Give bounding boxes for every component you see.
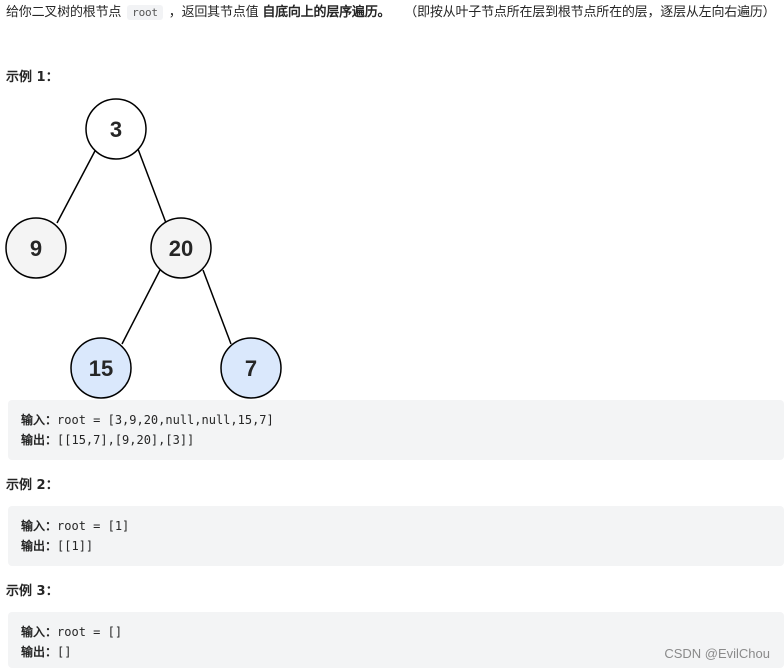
- tree-node-circle: [5, 217, 67, 279]
- desc-text-1: 给你二叉树的根节点: [6, 5, 122, 20]
- tree-node-7: 7: [220, 337, 282, 399]
- example-2-output-line: 输出：[[1]]: [21, 536, 784, 556]
- example-1-input-line: 输入：root = [3,9,20,null,null,15,7]: [21, 410, 784, 430]
- tree-node-label: 20: [169, 236, 193, 261]
- tree-node-label: 15: [89, 356, 113, 381]
- desc-text-2: ，返回其节点值: [168, 5, 259, 20]
- example-2-output: [[1]]: [57, 539, 94, 553]
- output-label: 输出：: [21, 645, 58, 659]
- example-3-input-line: 输入：root = []: [21, 622, 784, 642]
- tree-node-15: 15: [70, 337, 132, 399]
- binary-tree-diagram: 3 9 20 15 7: [5, 98, 282, 399]
- input-label: 输入：: [21, 519, 58, 533]
- output-label: 输出：: [21, 539, 58, 553]
- tree-node-circle: [70, 337, 132, 399]
- example-1-title: 示例 1：: [6, 70, 59, 85]
- desc-period: 。: [377, 5, 391, 20]
- inline-code-root: root: [127, 5, 163, 20]
- tree-node-circle: [220, 337, 282, 399]
- tree-node-20: 20: [150, 217, 212, 279]
- example-2-code-block: 输入：root = [1] 输出：[[1]]: [8, 506, 784, 566]
- example-1-output-line: 输出：[[15,7],[9,20],[3]]: [21, 430, 784, 450]
- edge-3-20: [137, 148, 167, 224]
- example-3-output-line: 输出：[]: [21, 642, 784, 662]
- example-2-title: 示例 2：: [6, 478, 59, 493]
- edge-20-7: [202, 269, 232, 345]
- tree-node-9: 9: [5, 217, 67, 279]
- example-1-input: root = [3,9,20,null,null,15,7]: [57, 413, 274, 427]
- tree-node-label: 3: [110, 117, 122, 142]
- input-label: 输入：: [21, 625, 58, 639]
- example-1-output: [[15,7],[9,20],[3]]: [57, 433, 195, 447]
- edge-3-9: [56, 148, 97, 224]
- example-3-output: []: [57, 645, 72, 659]
- output-label: 输出：: [21, 433, 58, 447]
- example-3-code-block: 输入：root = [] 输出：[]: [8, 612, 784, 668]
- desc-bold-text: 自底向上的层序遍历: [262, 5, 378, 20]
- tree-node-label: 7: [245, 356, 257, 381]
- tree-node-circle: [85, 98, 147, 160]
- tree-node-label: 9: [30, 236, 42, 261]
- input-label: 输入：: [21, 413, 58, 427]
- edge-20-15: [121, 269, 161, 345]
- example-2-input-line: 输入：root = [1]: [21, 516, 784, 536]
- csdn-watermark: CSDN @EvilChou: [664, 646, 770, 661]
- example-2-input: root = [1]: [57, 519, 130, 533]
- tree-node-3: 3: [85, 98, 147, 160]
- desc-note: （即按从叶子节点所在层到根节点所在的层，逐层从左向右遍历）: [404, 5, 776, 20]
- problem-description: 给你二叉树的根节点 root ，返回其节点值 自底向上的层序遍历。 （即按从叶子…: [6, 3, 784, 23]
- example-1-code-block: 输入：root = [3,9,20,null,null,15,7] 输出：[[1…: [8, 400, 784, 460]
- example-3-title: 示例 3：: [6, 584, 59, 599]
- tree-node-circle: [150, 217, 212, 279]
- example-3-input: root = []: [57, 625, 123, 639]
